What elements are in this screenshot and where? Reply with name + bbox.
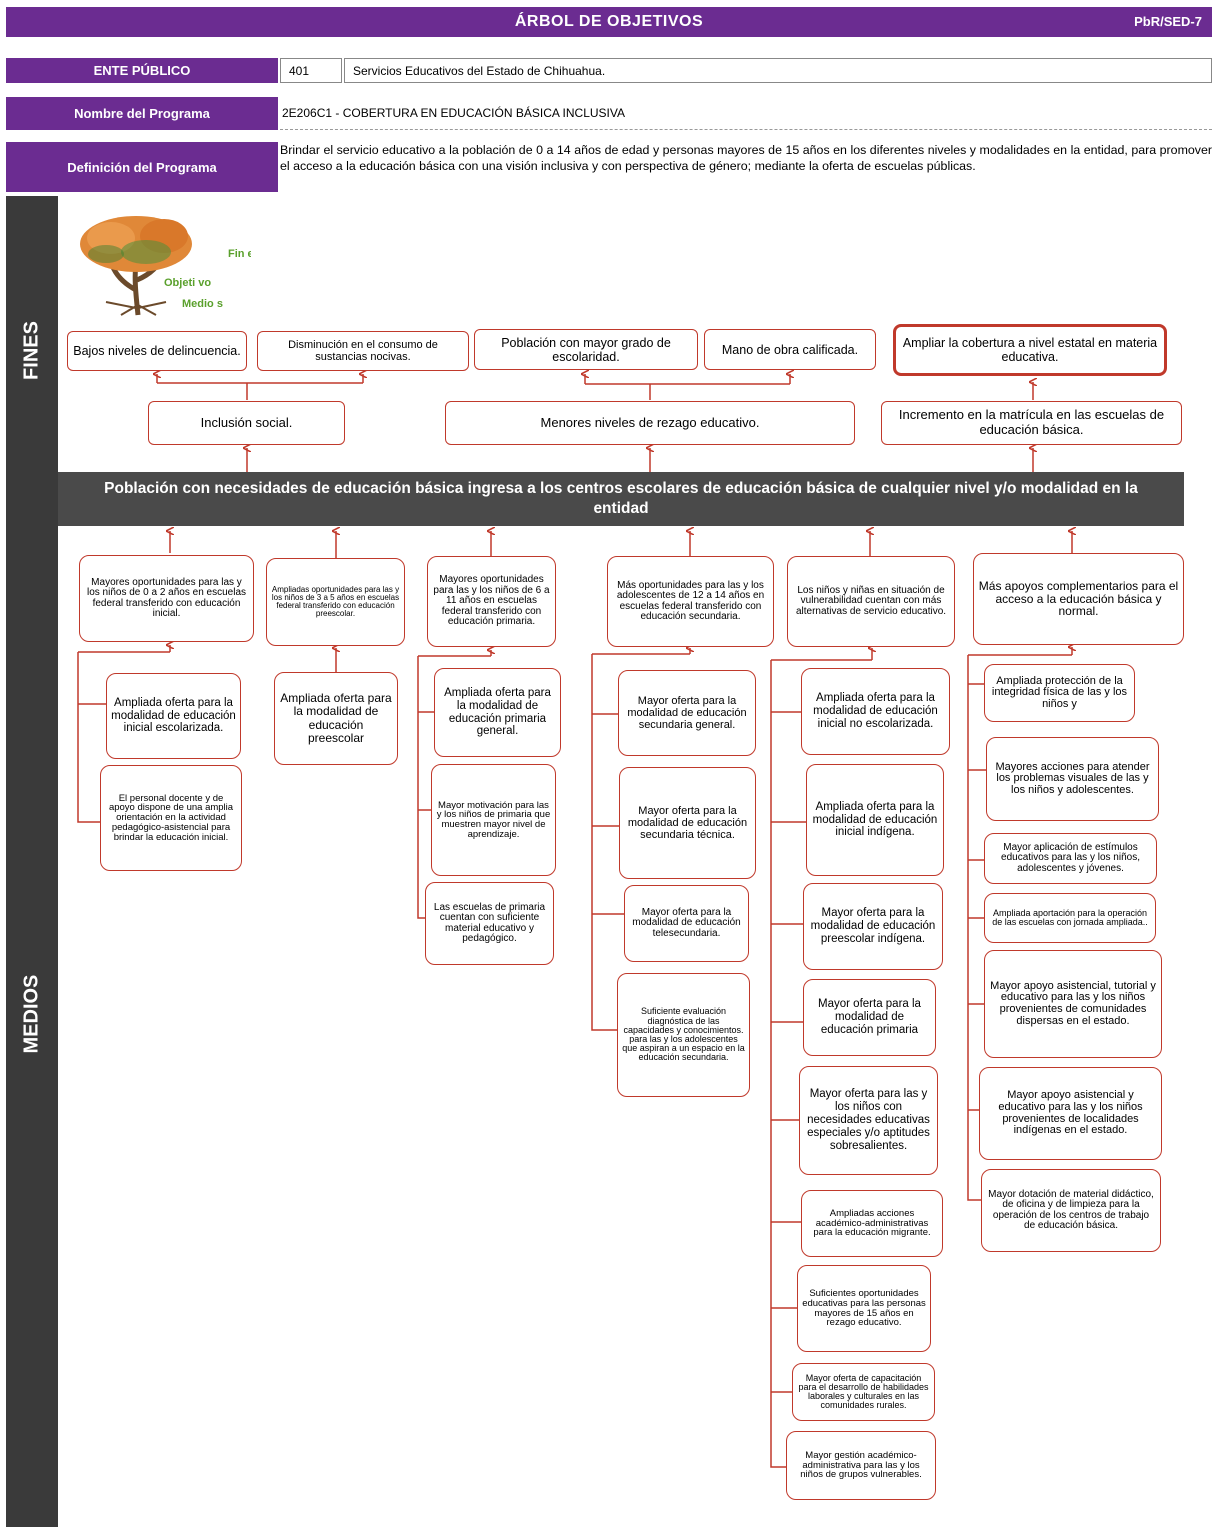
activity-box: Ampliada oferta para la modalidad de edu… bbox=[106, 673, 241, 759]
tree-legend-icon: Fin es Objeti vo Medio s bbox=[80, 216, 251, 316]
programa-row: Nombre del Programa 2E206C1 - COBERTURA … bbox=[6, 97, 1212, 130]
component-box: Más apoyos complementarios para el acces… bbox=[973, 553, 1184, 645]
fin-mid-item: Menores niveles de rezago educativo. bbox=[445, 401, 855, 445]
activity-box: Ampliada oferta para la modalidad de edu… bbox=[806, 764, 944, 876]
page-title: ÁRBOL DE OBJETIVOS bbox=[514, 13, 704, 30]
programa-label: Nombre del Programa bbox=[6, 97, 278, 130]
fin-item-highlighted: Ampliar la cobertura a nivel estatal en … bbox=[893, 324, 1167, 376]
activity-box: Mayor oferta de capacitación para el des… bbox=[792, 1363, 935, 1421]
activity-box: Ampliada oferta para la modalidad de edu… bbox=[801, 668, 950, 755]
activity-box: El personal docente y de apoyo dispone d… bbox=[100, 765, 242, 871]
definicion-label: Definición del Programa bbox=[6, 142, 278, 192]
activity-box: Mayor gestión académico-administrativa p… bbox=[786, 1431, 936, 1500]
activity-box: Mayor aplicación de estímulos educativos… bbox=[984, 833, 1157, 884]
activity-box: Mayor oferta para la modalidad de educac… bbox=[619, 767, 756, 879]
form-code: PbR/SED-7 bbox=[1134, 14, 1202, 29]
title-bar: ÁRBOL DE OBJETIVOS PbR/SED-7 bbox=[6, 7, 1212, 37]
activity-box: Mayor oferta para la modalidad de educac… bbox=[624, 885, 749, 962]
fin-item: Bajos niveles de delincuencia. bbox=[67, 331, 247, 371]
fin-mid-item: Incremento en la matrícula en las escuel… bbox=[881, 401, 1182, 445]
component-box: Más oportunidades para las y los adolesc… bbox=[607, 556, 774, 647]
ente-label: ENTE PÚBLICO bbox=[6, 58, 278, 83]
ente-number: 401 bbox=[280, 58, 342, 83]
definicion-row: Definición del Programa Brindar el servi… bbox=[6, 142, 1212, 192]
activity-box: Las escuelas de primaria cuentan con suf… bbox=[425, 882, 554, 965]
activity-box: Mayor oferta para la modalidad de educac… bbox=[618, 670, 756, 756]
activity-box: Mayores acciones para atender los proble… bbox=[986, 737, 1159, 821]
component-box: Ampliadas oportunidades para las y los n… bbox=[266, 558, 405, 646]
fin-item: Población con mayor grado de escolaridad… bbox=[474, 329, 698, 370]
component-box: Mayores oportunidades para las y los niñ… bbox=[427, 556, 556, 647]
activity-box: Mayor apoyo asistencial y educativo para… bbox=[979, 1067, 1162, 1160]
legend-medios-text: Medio s bbox=[182, 298, 223, 310]
activity-box: Ampliada oferta para la modalidad de edu… bbox=[274, 672, 398, 765]
activity-box: Mayor oferta para las y los niños con ne… bbox=[799, 1066, 938, 1175]
activity-box: Mayor dotación de material didáctico, de… bbox=[981, 1169, 1161, 1252]
legend-objetivo: Objeti vo bbox=[164, 277, 211, 289]
activity-box: Ampliada oferta para la modalidad de edu… bbox=[434, 668, 561, 757]
legend-objetivo-text: Objeti vo bbox=[164, 277, 211, 289]
activity-box: Ampliadas acciones académico-administrat… bbox=[801, 1190, 943, 1257]
central-objective: Población con necesidades de educación b… bbox=[58, 472, 1184, 526]
activity-box: Mayor motivación para las y los niños de… bbox=[431, 764, 556, 876]
programa-value: 2E206C1 - COBERTURA EN EDUCACIÓN BÁSICA … bbox=[280, 97, 1212, 130]
component-box: Mayores oportunidades para las y los niñ… bbox=[79, 555, 254, 642]
component-box: Los niños y niñas en situación de vulner… bbox=[787, 556, 955, 647]
section-sidebar: FINES MEDIOS bbox=[6, 196, 58, 1527]
activity-box: Ampliada protección de la integridad fís… bbox=[984, 664, 1135, 722]
activity-box: Suficientes oportunidades educativas par… bbox=[797, 1265, 931, 1352]
legend-medios: Medio s bbox=[182, 298, 223, 310]
legend-fines-text: Fin es bbox=[228, 248, 251, 260]
activity-box: Mayor oferta para la modalidad de educac… bbox=[803, 883, 943, 970]
ente-row: ENTE PÚBLICO 401 Servicios Educativos de… bbox=[6, 58, 1212, 83]
fin-item: Mano de obra calificada. bbox=[704, 329, 876, 370]
activity-box: Mayor oferta para la modalidad de educac… bbox=[803, 979, 936, 1056]
activity-box: Mayor apoyo asistencial, tutorial y educ… bbox=[984, 950, 1162, 1058]
fin-item: Disminución en el consumo de sustancias … bbox=[257, 331, 469, 371]
activity-box: Suficiente evaluación diagnóstica de las… bbox=[617, 973, 750, 1097]
fin-mid-item: Inclusión social. bbox=[148, 401, 345, 445]
definicion-value: Brindar el servicio educativo a la pobla… bbox=[280, 143, 1212, 173]
activity-box: Ampliada aportación para la operación de… bbox=[984, 893, 1156, 943]
legend-fines: Fin es bbox=[228, 248, 251, 260]
